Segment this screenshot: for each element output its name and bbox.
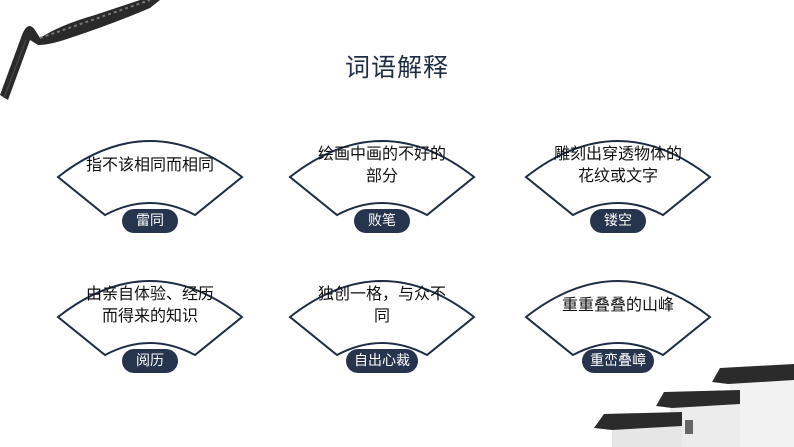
card-description: 绘画中画的不好的部分 bbox=[317, 144, 446, 185]
card-description: 独创一格，与众不同 bbox=[317, 284, 446, 325]
fan-shape-icon bbox=[288, 280, 476, 357]
fan-card-baibi: 绘画中画的不好的部分 败笔 bbox=[287, 125, 477, 247]
fan-card-chongluandiezhang: 重重叠叠的山峰 重峦叠嶂 bbox=[523, 265, 713, 387]
fan-card-loukong: 雕刻出穿透物体的花纹或文字 镂空 bbox=[523, 125, 713, 247]
building-roof-decoration-icon bbox=[594, 364, 794, 447]
fan-card-leitong: 指不该相同而相同 雷同 bbox=[55, 125, 245, 247]
fan-shape-icon bbox=[56, 140, 244, 217]
fan-card-yueli: 由亲自体验、经历而得来的知识 阅历 bbox=[55, 265, 245, 387]
term-badge: 败笔 bbox=[354, 209, 410, 233]
term-badge: 阅历 bbox=[122, 349, 178, 373]
card-description: 指不该相同而相同 bbox=[85, 155, 214, 174]
card-description: 重重叠叠的山峰 bbox=[561, 295, 674, 314]
term-badge: 重峦叠嶂 bbox=[582, 349, 654, 373]
fan-shape-icon bbox=[524, 280, 712, 357]
fan-shape-icon bbox=[56, 280, 244, 357]
term-badge: 镂空 bbox=[590, 209, 646, 233]
term-badge: 自出心裁 bbox=[346, 349, 418, 373]
fan-shape-icon bbox=[288, 140, 476, 217]
eave-decoration-icon bbox=[0, 0, 160, 100]
page-title: 词语解释 bbox=[344, 53, 449, 82]
card-description: 雕刻出穿透物体的花纹或文字 bbox=[553, 144, 682, 185]
card-description: 由亲自体验、经历而得来的知识 bbox=[85, 284, 214, 325]
term-badge: 雷同 bbox=[122, 209, 178, 233]
fan-shape-icon bbox=[524, 140, 712, 217]
fan-card-zichuxincai: 独创一格，与众不同 自出心裁 bbox=[287, 265, 477, 387]
